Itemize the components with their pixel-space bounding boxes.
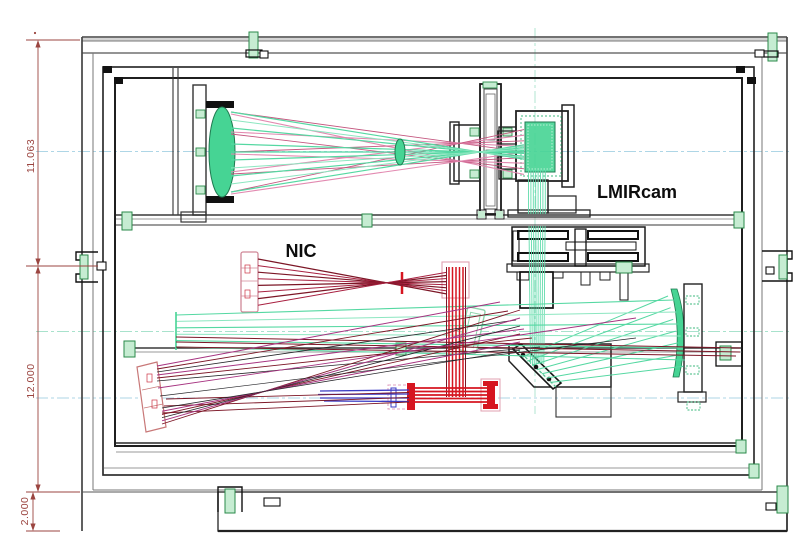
dimension-lower: 12.000 [25, 363, 37, 398]
lmircam-label: LMIRcam [597, 182, 677, 202]
concave-mirror [670, 288, 685, 378]
fold-mirror-assembly [508, 342, 612, 418]
shelf-fastener [121, 211, 133, 231]
nic-diagonal-fan [156, 301, 637, 425]
floor-fastener [735, 439, 747, 454]
support-rod [619, 271, 629, 301]
bottom-left-fastener [217, 486, 281, 514]
nic-collimator-fan [257, 258, 448, 306]
nic-collimator-cell [240, 251, 259, 313]
wheel-mechanism [506, 226, 650, 309]
shelf-fastener [733, 211, 745, 229]
dimension-annotations: 11.063 12.000 2.000 [19, 31, 98, 532]
radiation-shields [102, 66, 756, 476]
top-left-fastener [245, 31, 269, 59]
nic-vertical-red-bundle [446, 267, 466, 397]
lmircam-detector [524, 121, 556, 173]
dimension-base: 2.000 [19, 497, 31, 526]
shelf-fastener [123, 340, 136, 358]
lmircam-beam-green [230, 111, 525, 193]
fasteners [75, 31, 793, 514]
left-wall-bracket [75, 251, 107, 283]
top-right-fastener [754, 32, 779, 62]
field-lens [394, 138, 406, 166]
floor-fastener [748, 463, 760, 479]
detector-down-beam [528, 170, 546, 365]
lmircam-dewar [497, 104, 591, 218]
collimator-assembly [180, 84, 236, 223]
nic-label: NIC [286, 241, 317, 261]
bottom-right-fastener [765, 485, 789, 514]
shelf-fastener [395, 342, 407, 356]
shelf-fastener [361, 213, 373, 228]
nic-horizontal-red-bundle [410, 387, 488, 403]
nic-grism-cell [136, 361, 167, 433]
right-wall-bracket [762, 250, 793, 282]
dimension-upper: 11.063 [25, 139, 37, 173]
